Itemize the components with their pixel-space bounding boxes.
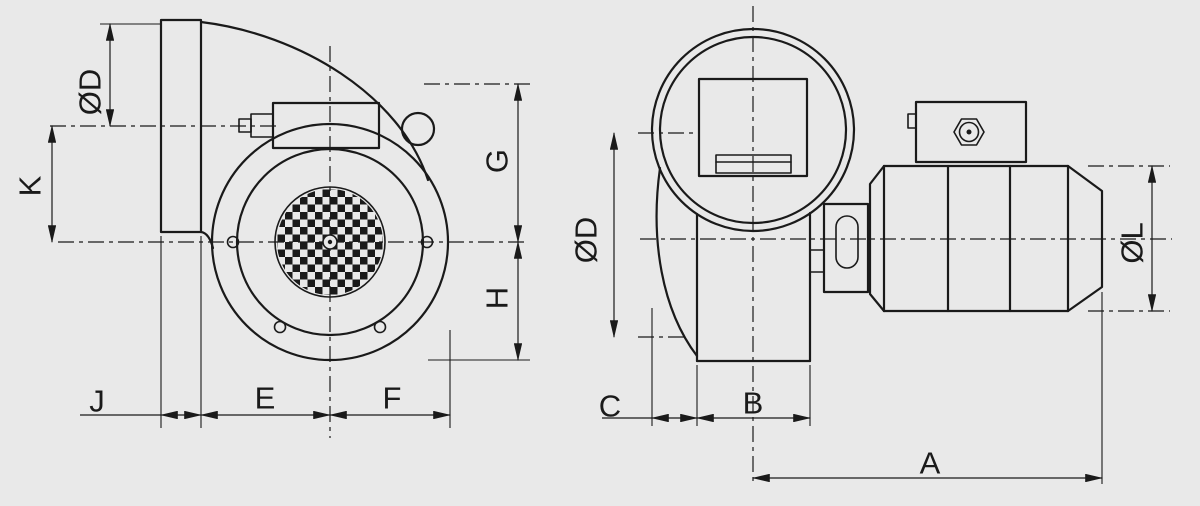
duct-flange-tab: [809, 249, 825, 273]
bolt-hole: [420, 235, 434, 249]
dim-label-j: J: [89, 384, 105, 419]
mesh-outline: [274, 186, 386, 298]
inlet-mesh: [274, 186, 386, 298]
motor-junction-box: [914, 100, 1028, 164]
casing-slot: [715, 154, 792, 174]
bracket-slot: [835, 215, 859, 269]
junction-box: [271, 101, 381, 150]
dim-label-k: K: [13, 175, 48, 196]
outlet-duct: [655, 166, 812, 363]
side-dimensions: [602, 131, 1157, 483]
casing-inner-circle: [658, 35, 848, 225]
scroll-spiral-curve: [199, 20, 430, 182]
shaft-center-dot: [327, 239, 333, 245]
dim-label-ol: ØL: [1115, 222, 1150, 263]
front-view: ØD K G H J E F: [13, 18, 530, 438]
motor: [868, 100, 1104, 313]
bracket-body: [822, 202, 870, 294]
front-junction-box: [238, 101, 381, 150]
dim-label-e: E: [255, 381, 276, 416]
dim-label-od-front: ØD: [73, 69, 108, 116]
dim-label-g: G: [480, 149, 515, 173]
dim-label-od-side: ØD: [569, 217, 604, 264]
cable-gland-tip: [238, 118, 252, 133]
side-view: ØD C B A ØL: [569, 6, 1172, 486]
scroll-flange-connector: [199, 230, 215, 250]
junction-box-tab: [907, 113, 917, 129]
bolt-hole: [273, 320, 287, 334]
nut-circle: [958, 121, 980, 143]
side-extension-lines: [651, 292, 1103, 484]
casing-inner-rect: [697, 77, 809, 178]
dim-label-a: A: [920, 446, 941, 481]
lifting-eye-circle: [400, 111, 436, 147]
dim-label-f: F: [383, 381, 402, 416]
bolt-hole: [226, 235, 240, 249]
motor-bracket: [809, 202, 870, 294]
outlet-flange: [159, 18, 203, 234]
motor-fan-cowl: [1066, 164, 1104, 313]
dim-label-c: C: [599, 389, 621, 424]
front-dimensions: [47, 22, 523, 420]
dim-label-h: H: [480, 287, 515, 309]
nut-hexagon: [953, 118, 985, 146]
nut-center-dot: [966, 129, 972, 135]
motor-front-endbell: [868, 164, 886, 313]
dim-label-b: B: [743, 386, 764, 421]
bolt-hole: [373, 320, 387, 334]
casing-outer-circle: [650, 27, 856, 233]
casing-side-curve: [655, 166, 699, 358]
